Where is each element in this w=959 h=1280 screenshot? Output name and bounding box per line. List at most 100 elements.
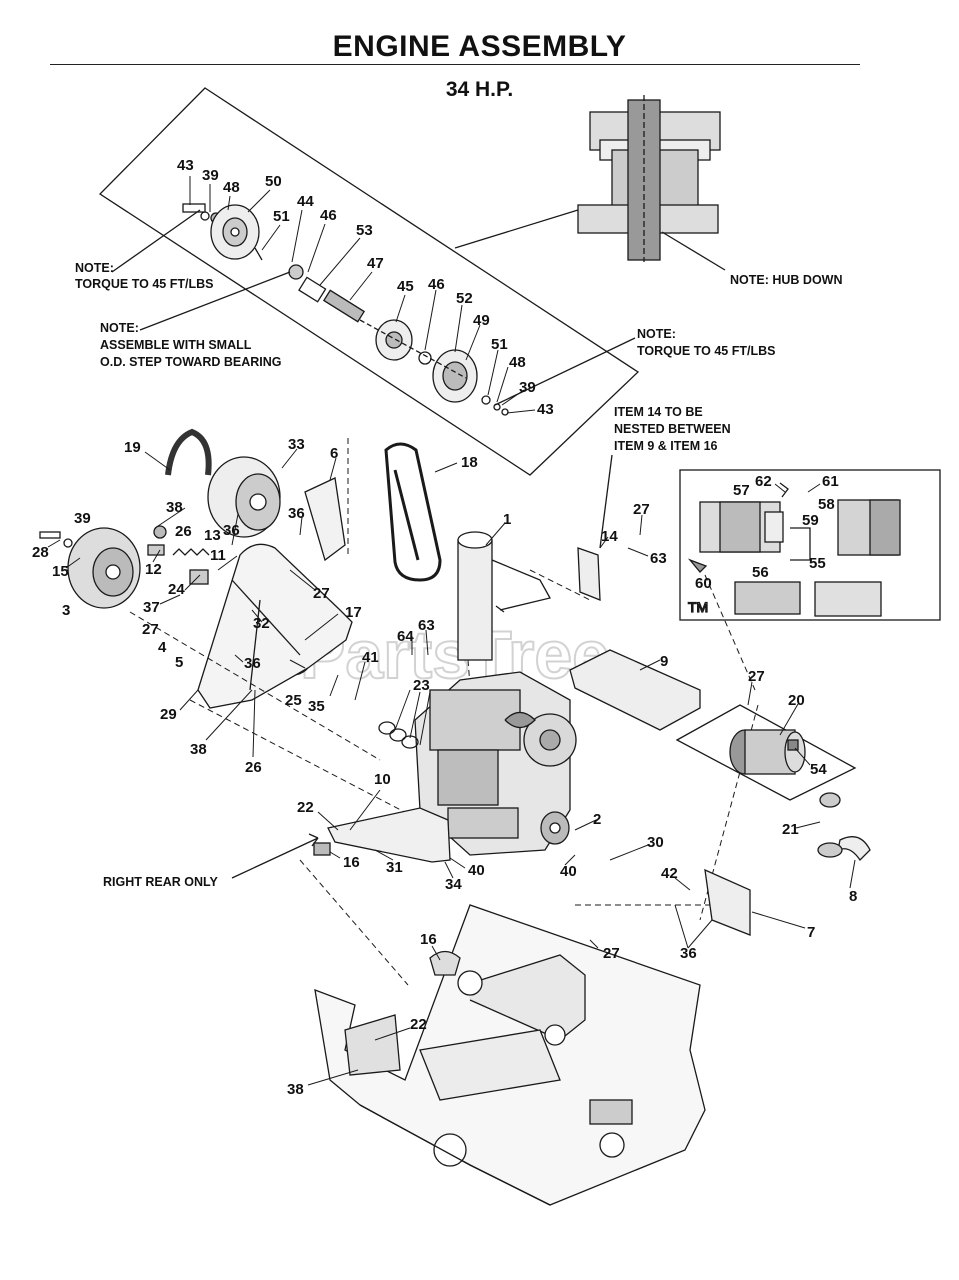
note-item14-line3: ITEM 9 & ITEM 16: [614, 439, 718, 453]
right-rear-leader: [231, 833, 319, 879]
callout: 7: [807, 924, 815, 941]
callout: 5: [175, 654, 183, 671]
callout: 49: [473, 312, 490, 329]
intake-elbow: [817, 792, 871, 862]
bracket-14: [577, 547, 601, 601]
note-item14-line2: NESTED BETWEEN: [614, 422, 731, 436]
engine-block: [414, 671, 577, 856]
panel-to-hub-leader: [454, 209, 579, 249]
note-right-rear: RIGHT REAR ONLY: [103, 875, 218, 889]
air-filter-box: [679, 469, 941, 621]
callout: 62: [755, 473, 772, 490]
callout: 43: [177, 157, 194, 174]
callout: 51: [273, 208, 290, 225]
air-cleaner-housing: [729, 729, 806, 775]
callout: 60: [695, 575, 712, 592]
callout: 54: [810, 761, 827, 778]
callout: 36: [244, 655, 261, 672]
callout: 27: [633, 501, 650, 518]
callout: 36: [680, 945, 697, 962]
notes: NOTE: TORQUE TO 45 FT/LBS NOTE: ASSEMBLE…: [75, 261, 843, 889]
callout: 59: [802, 512, 819, 529]
callout: 57: [733, 482, 750, 499]
callout: 51: [491, 336, 508, 353]
callout: 61: [822, 473, 839, 490]
callout: 1: [503, 511, 511, 528]
callout: 17: [345, 604, 362, 621]
note-item14-line1: ITEM 14 TO BE: [614, 405, 703, 419]
note-torque-right-text: TORQUE TO 45 FT/LBS: [637, 344, 775, 358]
item14-leader: [599, 454, 613, 549]
callout: 6: [330, 445, 338, 462]
callout: 33: [288, 436, 305, 453]
callout: 21: [782, 821, 799, 838]
callout: 45: [397, 278, 414, 295]
belt-18: [384, 442, 442, 582]
callout: 35: [308, 698, 325, 715]
callout: 4: [158, 639, 167, 656]
callout: 39: [202, 167, 219, 184]
callout: 38: [166, 499, 183, 516]
callout: 46: [428, 276, 445, 293]
title-divider: [50, 64, 860, 65]
callout: 25: [285, 692, 302, 709]
callout: 14: [601, 528, 618, 545]
note-hub-down: NOTE: HUB DOWN: [730, 273, 843, 287]
callout: 63: [418, 617, 435, 634]
mower-frame: [314, 904, 706, 1206]
bracket-9: [569, 649, 701, 731]
callout: 40: [468, 862, 485, 879]
callout: 63: [650, 550, 667, 567]
callout: 64: [397, 628, 414, 645]
callout: 27: [603, 945, 620, 962]
callout: 27: [142, 621, 159, 638]
callout: 44: [297, 193, 314, 210]
isolator-16: [313, 842, 331, 856]
callout: 55: [809, 555, 826, 572]
air-cleaner-panel: [675, 704, 857, 801]
callout: 43: [537, 401, 554, 418]
callout: 42: [661, 865, 678, 882]
callout: 41: [362, 649, 379, 666]
callout: 15: [52, 563, 69, 580]
callout: 12: [145, 561, 162, 578]
callout: 39: [519, 379, 536, 396]
note-torque-top-label: NOTE:: [75, 261, 114, 275]
pulley-detail-panel: [98, 87, 640, 476]
callout: 32: [253, 615, 270, 632]
callout-leaders: [47, 176, 856, 1086]
belt-shield: [304, 477, 346, 562]
torque-top-leader: [111, 209, 201, 273]
callout: 47: [367, 255, 384, 272]
note-torque-top-text: TORQUE TO 45 FT/LBS: [75, 277, 213, 291]
callout: 36: [288, 505, 305, 522]
callout: 22: [410, 1016, 427, 1033]
belt-19: [165, 428, 212, 476]
page-subtitle: 34 H.P.: [445, 78, 514, 101]
callout: 39: [74, 510, 91, 527]
muffler: [457, 531, 551, 661]
callout: 40: [560, 863, 577, 880]
page-title: ENGINE ASSEMBLY: [332, 30, 627, 63]
callout: 2: [593, 811, 601, 828]
pulley-stack: [182, 203, 509, 416]
callout: 38: [190, 741, 207, 758]
callout: 37: [143, 599, 160, 616]
assemble-leader: [139, 271, 291, 331]
callout: 46: [320, 207, 337, 224]
engine-mount-bracket: [327, 807, 451, 863]
callout: 36: [223, 522, 240, 539]
callout: 58: [818, 496, 835, 513]
air-filter-parts: [687, 482, 901, 617]
callout: 38: [287, 1081, 304, 1098]
callout: 19: [124, 439, 141, 456]
note-torque-right-label: NOTE:: [637, 327, 676, 341]
callout: 20: [788, 692, 805, 709]
note-assemble-label: NOTE:: [100, 321, 139, 335]
note-assemble-line1: ASSEMBLE WITH SMALL: [100, 338, 252, 352]
callout: 23: [413, 677, 430, 694]
callout: 48: [509, 354, 526, 371]
callout: 28: [32, 544, 49, 561]
callout: 9: [660, 653, 668, 670]
